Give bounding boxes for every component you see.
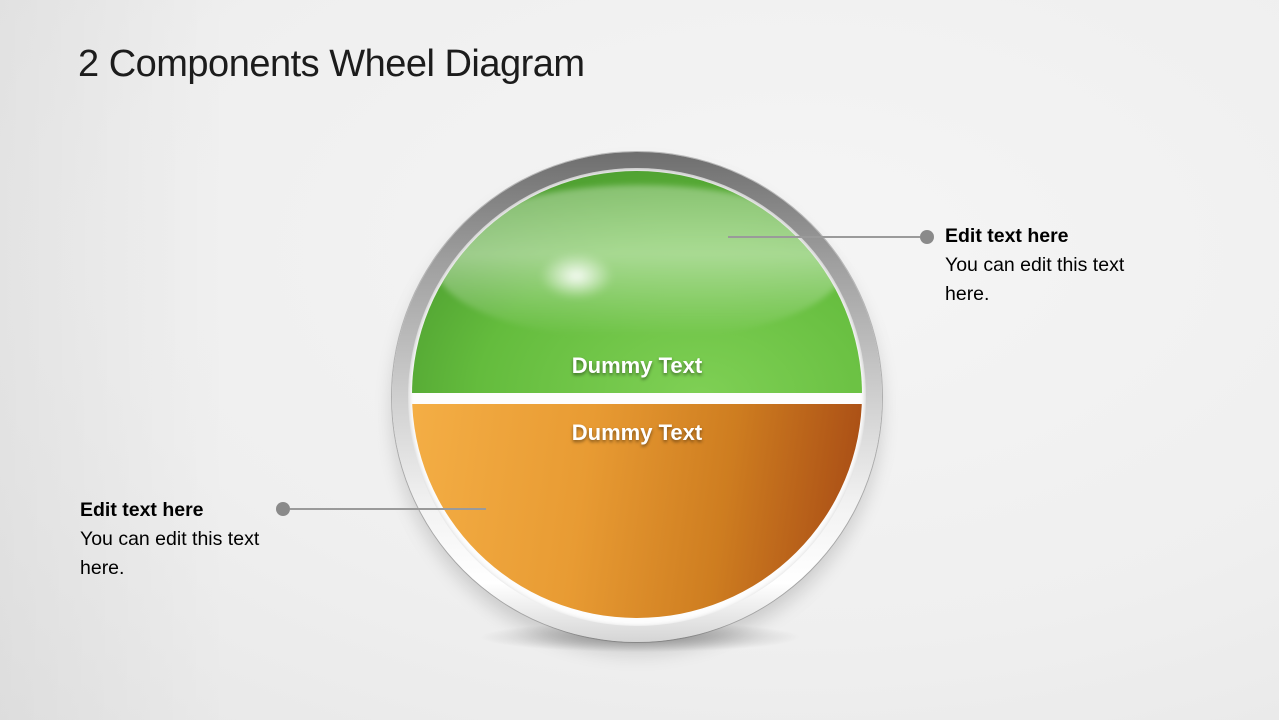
- callout-right-body: You can edit this text here.: [945, 254, 1125, 305]
- callout-right-heading: Edit text here: [945, 225, 1069, 247]
- wheel-diagram: Dummy Text Dummy Text: [392, 152, 882, 642]
- slide-title: 2 Components Wheel Diagram: [78, 43, 585, 85]
- connector-dot-right: [920, 230, 934, 244]
- connector-dot-left: [276, 502, 290, 516]
- wheel-segment-top[interactable]: Dummy Text: [412, 171, 862, 393]
- wheel-segment-bottom[interactable]: Dummy Text: [412, 404, 862, 618]
- wheel-color-disc: Dummy Text Dummy Text: [412, 171, 862, 618]
- segment-bottom-label: Dummy Text: [571, 420, 703, 445]
- segment-top-label: Dummy Text: [571, 353, 703, 378]
- callout-left-body: You can edit this text here.: [80, 528, 260, 579]
- callout-right[interactable]: Edit text here You can edit this text he…: [945, 222, 1170, 309]
- callout-left[interactable]: Edit text here You can edit this text he…: [80, 496, 305, 583]
- glass-highlight: [434, 185, 846, 340]
- callout-left-heading: Edit text here: [80, 499, 204, 521]
- connector-line-right: [728, 236, 920, 238]
- wheel-inner-disc: Dummy Text Dummy Text: [408, 168, 866, 626]
- connector-line-left: [290, 508, 486, 510]
- specular-highlight: [524, 243, 629, 309]
